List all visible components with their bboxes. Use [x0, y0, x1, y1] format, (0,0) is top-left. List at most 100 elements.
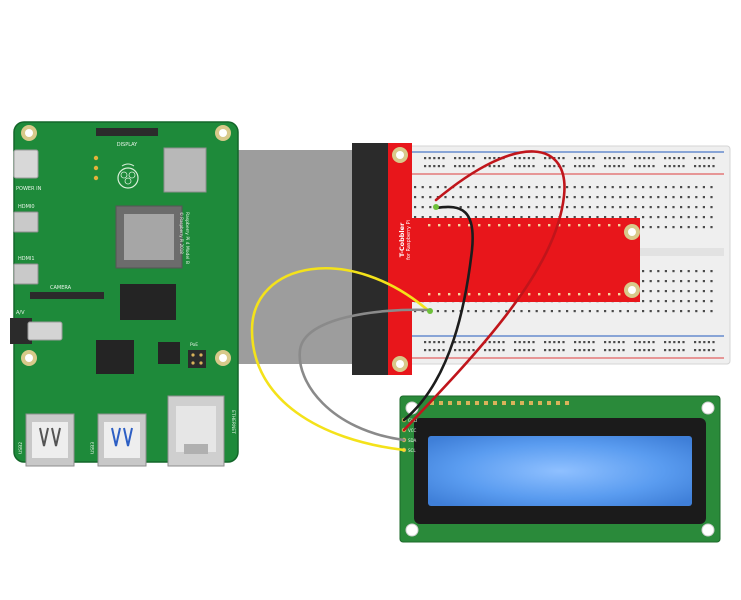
breadboard-rail-hole — [437, 341, 440, 344]
breadboard-hole — [467, 196, 470, 199]
wire-yellow — [250, 267, 432, 452]
cobbler-pin — [448, 293, 451, 296]
breadboard-hole — [672, 300, 675, 303]
breadboard-rail-hole — [673, 165, 676, 168]
pi-led — [93, 155, 99, 161]
breadboard-rail-hole — [514, 157, 517, 160]
breadboard-rail-hole — [703, 157, 706, 160]
pi-camera-connector — [30, 292, 104, 299]
breadboard-hole — [482, 310, 485, 313]
breadboard-hole — [505, 206, 508, 209]
breadboard-hole — [543, 216, 546, 219]
cobbler-pin — [468, 293, 471, 296]
cobbler-pin — [568, 224, 571, 227]
breadboard-rail-hole — [493, 349, 496, 352]
wire-black — [402, 205, 474, 422]
breadboard-rail-hole — [677, 157, 680, 160]
breadboard-hole — [672, 310, 675, 313]
breadboard-rail-hole — [707, 165, 710, 168]
breadboard-rail-hole — [523, 165, 526, 168]
breadboard-hole — [657, 270, 660, 273]
breadboard-hole — [680, 280, 683, 283]
cobbler-pin — [548, 293, 551, 296]
breadboard-rail-hole — [578, 349, 581, 352]
breadboard-hole — [649, 196, 652, 199]
breadboard-hole — [672, 270, 675, 273]
breadboard-hole — [702, 216, 705, 219]
cobbler-pin — [448, 224, 451, 227]
breadboard-rail-hole — [677, 165, 680, 168]
lcd-header-pin — [493, 401, 497, 405]
breadboard-hole — [642, 310, 645, 313]
breadboard-hole — [664, 226, 667, 229]
lcd-header-pin — [484, 401, 488, 405]
breadboard-hole — [474, 206, 477, 209]
breadboard-rail-hole — [617, 349, 620, 352]
breadboard-rail-hole — [472, 349, 475, 352]
breadboard-rail-hole — [518, 157, 521, 160]
cobbler-pin — [528, 224, 531, 227]
breadboard-rail-hole — [467, 341, 470, 344]
breadboard-hole — [528, 186, 531, 189]
lcd-header-pin — [565, 401, 569, 405]
breadboard-rail-hole — [557, 157, 560, 160]
breadboard-rail-hole — [643, 157, 646, 160]
breadboard-hole — [573, 206, 576, 209]
breadboard-rail-hole — [562, 157, 565, 160]
breadboard-rail-hole — [458, 349, 461, 352]
breadboard-hole — [535, 186, 538, 189]
breadboard-rail-hole — [467, 165, 470, 168]
breadboard-hole — [626, 186, 629, 189]
raspberry-pi-board: DISPLAY POWER IN HDMI0 HDMI1 CAMERA A — [10, 121, 239, 467]
wire-end-marker — [433, 204, 439, 210]
breadboard-hole — [550, 310, 553, 313]
breadboard-rail-hole — [557, 349, 560, 352]
breadboard-rail-hole — [613, 349, 616, 352]
breadboard-hole — [444, 216, 447, 219]
cobbler-sublabel: for Raspberry Pi — [406, 220, 412, 260]
breadboard-hole — [642, 216, 645, 219]
breadboard-rail-hole — [472, 341, 475, 344]
breadboard-hole — [672, 216, 675, 219]
breadboard-hole — [710, 290, 713, 293]
pi-ram-chip — [120, 284, 176, 320]
breadboard-rail-hole — [574, 349, 577, 352]
breadboard-hole — [459, 206, 462, 209]
cobbler-pin — [428, 293, 431, 296]
breadboard-hole — [680, 310, 683, 313]
breadboard-hole — [581, 196, 584, 199]
cobbler-pin — [488, 293, 491, 296]
lcd-header-pin — [556, 401, 560, 405]
cobbler-pin — [508, 224, 511, 227]
breadboard-hole — [497, 196, 500, 199]
breadboard-rail-hole — [518, 349, 521, 352]
breadboard-hole — [680, 226, 683, 229]
breadboard-hole — [702, 186, 705, 189]
breadboard-hole — [596, 206, 599, 209]
breadboard-hole — [649, 300, 652, 303]
pi-poe-label: PoE — [190, 342, 198, 348]
breadboard-rail-hole — [548, 157, 551, 160]
breadboard-rail-hole — [587, 165, 590, 168]
breadboard-rail-hole — [622, 157, 625, 160]
breadboard-hole — [588, 206, 591, 209]
pi-led — [93, 165, 99, 171]
breadboard-hole — [702, 206, 705, 209]
cobbler-horizontal-bar — [408, 218, 640, 302]
breadboard-hole — [672, 186, 675, 189]
breadboard-hole — [414, 216, 417, 219]
lcd-header-pin — [520, 401, 524, 405]
breadboard-rail-hole — [424, 165, 427, 168]
breadboard-rail-hole — [532, 349, 535, 352]
breadboard-rail-hole — [553, 349, 556, 352]
breadboard-hole — [642, 270, 645, 273]
cobbler-pin — [598, 224, 601, 227]
breadboard-rail-hole — [682, 157, 685, 160]
cobbler-pin — [518, 293, 521, 296]
breadboard-hole — [558, 310, 561, 313]
breadboard-hole — [695, 186, 698, 189]
breadboard-rail-hole — [617, 157, 620, 160]
breadboard-rail-hole — [514, 165, 517, 168]
breadboard-rail-hole — [578, 341, 581, 344]
